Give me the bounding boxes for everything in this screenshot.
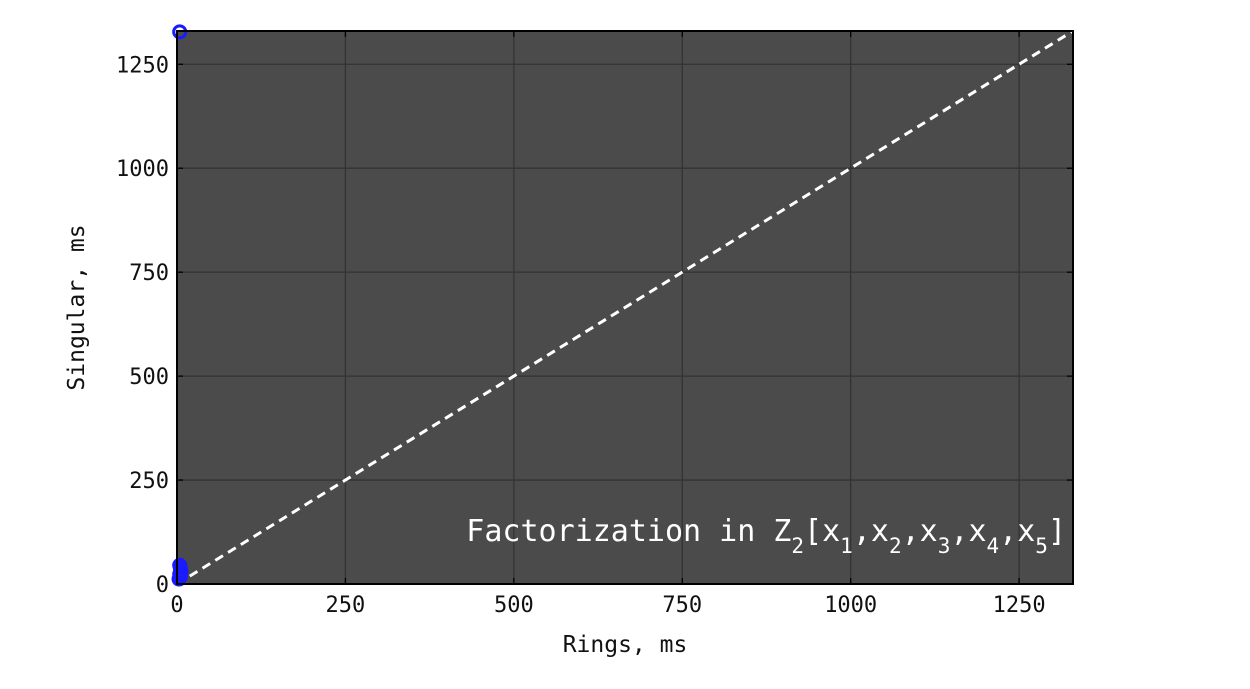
reference-line-layer [176,29,1074,586]
y-tick-label: 1000 [116,157,169,182]
y-tick-label: 500 [129,365,169,390]
x-tick-label: 250 [326,593,366,618]
points-layer [171,24,189,587]
data-point [171,571,187,587]
x-axis-title: Rings, ms [563,632,688,658]
grid [177,31,1073,584]
x-tick-label: 750 [662,593,702,618]
x-tick-label: 0 [170,593,183,618]
chart-annotation: Factorization in Z2[x1,x2,x3,x4,x5] [466,514,1066,558]
y-axis-title: Singular, ms [64,224,90,390]
y-tick-label: 0 [156,573,169,598]
x-tick-label: 1250 [993,593,1046,618]
y-tick-label: 750 [129,261,169,286]
x-tick-label: 1000 [824,593,877,618]
y-tick-label: 250 [129,469,169,494]
y-axis: 0 250 500 750 1000 1250 [116,53,1073,598]
reference-line [176,29,1074,586]
x-axis: 0 250 500 750 1000 1250 [170,31,1046,618]
plot-frame [176,30,1074,585]
x-tick-label: 500 [494,593,534,618]
y-tick-label: 1250 [116,53,169,78]
